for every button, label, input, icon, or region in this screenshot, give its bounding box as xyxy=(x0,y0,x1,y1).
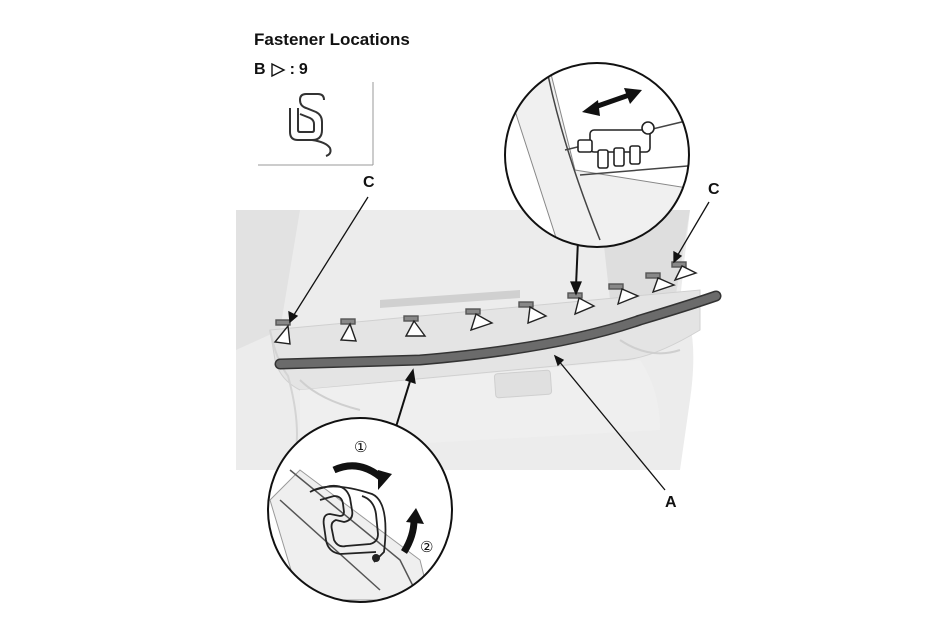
fastener-clip xyxy=(273,319,291,345)
fastener-legend-box xyxy=(258,82,374,166)
fastener-clip xyxy=(608,283,640,306)
clip-fastener-icon xyxy=(289,93,332,157)
fastener-separator: : xyxy=(289,61,295,78)
rotate-step2-arrow-icon xyxy=(400,508,424,554)
step-1-label: ① xyxy=(354,438,368,456)
fastener-clip xyxy=(339,318,358,342)
callout-a: A xyxy=(665,494,677,511)
clip-cross-section-icon xyxy=(309,484,387,563)
rotate-step1-arrow-icon xyxy=(332,462,392,490)
fastener-count: 9 xyxy=(298,61,308,78)
car-rear-body xyxy=(236,210,701,470)
diagram-title: Fastener Locations xyxy=(254,30,410,49)
detail-circle-bottom xyxy=(267,417,453,603)
fastener-clip xyxy=(645,272,676,294)
fastener-letter: B xyxy=(254,61,266,78)
slide-direction-icon xyxy=(582,88,642,116)
fastener-clips xyxy=(273,261,698,345)
callout-c-left: C xyxy=(363,174,375,191)
fastener-clip xyxy=(671,261,698,282)
callout-c-right: C xyxy=(708,181,720,198)
fastener-clip xyxy=(518,301,548,325)
fastener-count-row: B : 9 xyxy=(254,61,308,79)
leader-lines xyxy=(288,196,710,491)
fastener-clip xyxy=(465,308,494,332)
triangle-marker-icon xyxy=(270,62,286,78)
step-2-label: ② xyxy=(420,538,434,556)
fastener-clip xyxy=(403,315,427,337)
